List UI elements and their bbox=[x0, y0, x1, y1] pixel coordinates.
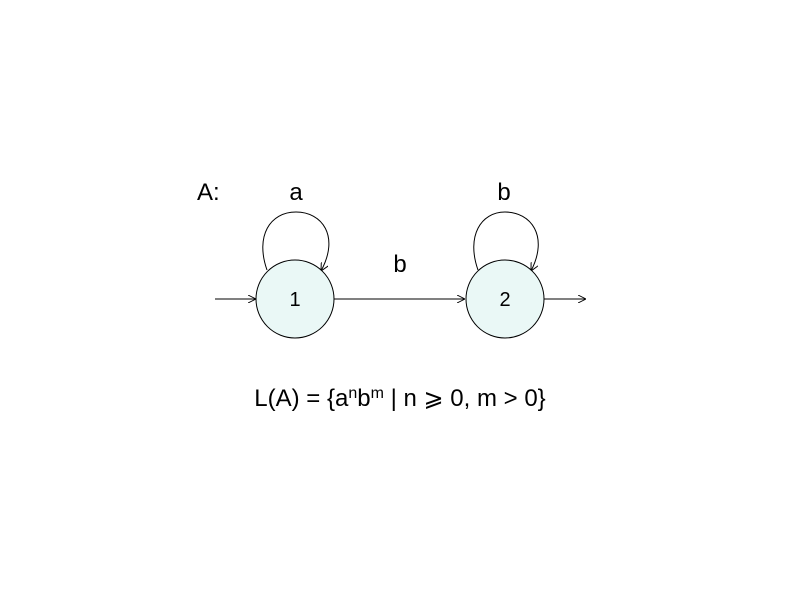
language-mid: b bbox=[357, 385, 370, 412]
state-1-circle bbox=[255, 259, 335, 339]
automaton-name: A: bbox=[197, 179, 220, 206]
state-1: 1 bbox=[255, 259, 335, 339]
transition-label-1-2: b bbox=[393, 251, 406, 278]
language-suffix: | n ⩾ 0, m > 0} bbox=[384, 385, 546, 412]
state-1-label: 1 bbox=[289, 289, 300, 311]
transition-label-1-1: a bbox=[289, 179, 303, 206]
language-exp-n: n bbox=[348, 385, 357, 402]
language-exp-m: m bbox=[371, 385, 384, 402]
transition-label-2-2: b bbox=[497, 179, 510, 206]
state-2: 2 bbox=[465, 259, 545, 339]
state-2-label: 2 bbox=[499, 289, 510, 311]
self-loop-2 bbox=[473, 211, 539, 271]
language-definition: L(A) = {anbm | n ⩾ 0, m > 0} bbox=[254, 385, 545, 413]
self-loop-1 bbox=[262, 211, 330, 271]
language-prefix: L(A) = {a bbox=[254, 385, 349, 412]
